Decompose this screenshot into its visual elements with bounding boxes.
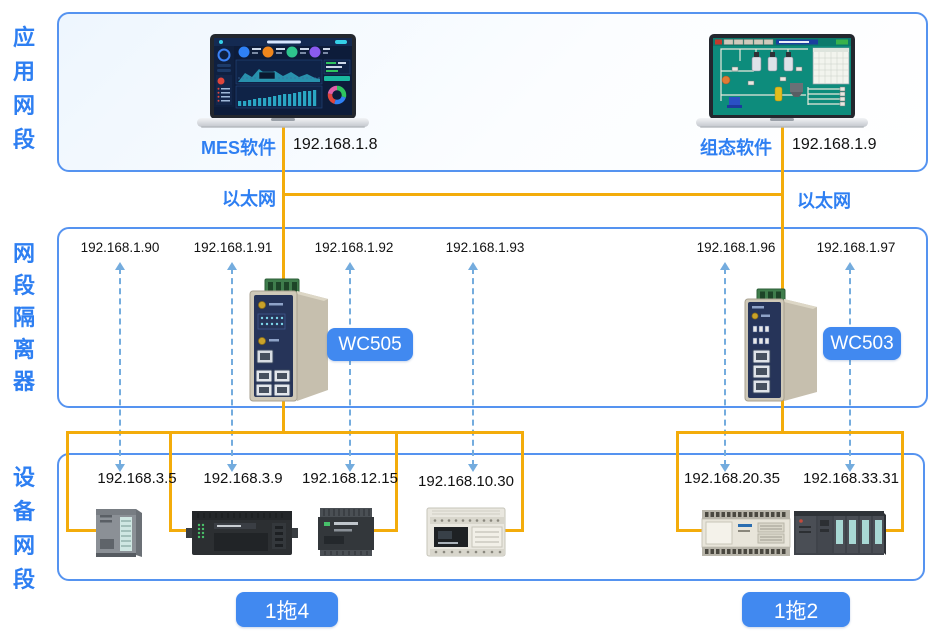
wan-ip-label: 192.168.1.93: [445, 240, 525, 255]
section-label-device: 设备网段: [12, 465, 35, 592]
device-ip-label: 192.168.3.9: [203, 470, 283, 487]
wan-ip-label: 192.168.1.97: [816, 240, 896, 255]
device-ip-label: 192.168.3.5: [97, 470, 177, 487]
wan-ip-label: 192.168.1.91: [193, 240, 273, 255]
ip-mapping-arrow: [344, 262, 356, 472]
device-stub: [371, 529, 398, 532]
device-stub: [169, 529, 199, 532]
wc503-model-badge[interactable]: WC503: [823, 327, 901, 360]
ethernet-line-right-vertical: [781, 122, 784, 434]
device-stub: [66, 529, 102, 532]
device-ip-label: 192.168.33.31: [803, 470, 899, 487]
plc-device-image-6: [794, 511, 886, 555]
device-stub: [882, 529, 904, 532]
device-ip-label: 192.168.12.15: [302, 470, 398, 487]
wc505-device-image: [249, 278, 328, 402]
mes-laptop-image: [197, 34, 369, 128]
scada-laptop-image: [696, 34, 868, 128]
ip-mapping-arrow: [844, 262, 856, 472]
wan-ip-label: 192.168.1.92: [314, 240, 394, 255]
bus-drop: [169, 431, 172, 532]
ip-mapping-arrow: [114, 262, 126, 472]
plc-device-image-5: [701, 510, 791, 556]
section-label-application: 应用网段: [12, 25, 35, 152]
section-label-isolator: 网段隔离器: [12, 241, 35, 394]
group-size-badge-right[interactable]: 1拖2: [742, 592, 850, 627]
plc-device-image-2: [186, 511, 298, 555]
device-bus-right: [676, 431, 904, 434]
bus-drop: [66, 431, 69, 532]
ip-mapping-arrow: [226, 262, 238, 472]
bus-drop: [521, 431, 524, 532]
device-ip-label: 192.168.10.30: [418, 473, 514, 490]
ip-mapping-arrow: [467, 262, 479, 472]
mes-software-label: MES软件: [200, 138, 276, 158]
wan-ip-label: 192.168.1.90: [80, 240, 160, 255]
plc-device-image-3: [318, 508, 374, 556]
scada-ip-label: 192.168.1.9: [792, 136, 877, 153]
mes-ip-label: 192.168.1.8: [293, 136, 378, 153]
wc505-model-badge[interactable]: WC505: [327, 328, 413, 361]
ethernet-trunk-line: [282, 193, 784, 196]
device-stub: [676, 529, 706, 532]
wc503-device-image: [744, 288, 817, 402]
ethernet-label-right: 以太网: [797, 191, 851, 211]
ethernet-label-left: 以太网: [222, 189, 276, 209]
ethernet-line-left-vertical: [282, 122, 285, 434]
bus-drop: [395, 431, 398, 532]
ip-mapping-arrow: [719, 262, 731, 472]
group-size-badge-left[interactable]: 1拖4: [236, 592, 338, 627]
scada-software-label: 组态软件: [700, 138, 772, 158]
device-ip-label: 192.168.20.35: [684, 470, 780, 487]
device-bus-left: [66, 431, 524, 434]
device-stub: [503, 529, 524, 532]
bus-drop: [901, 431, 904, 532]
wan-ip-label: 192.168.1.96: [696, 240, 776, 255]
plc-device-image-4: [426, 507, 506, 557]
bus-drop: [676, 431, 679, 532]
plc-device-image-1: [96, 509, 142, 557]
